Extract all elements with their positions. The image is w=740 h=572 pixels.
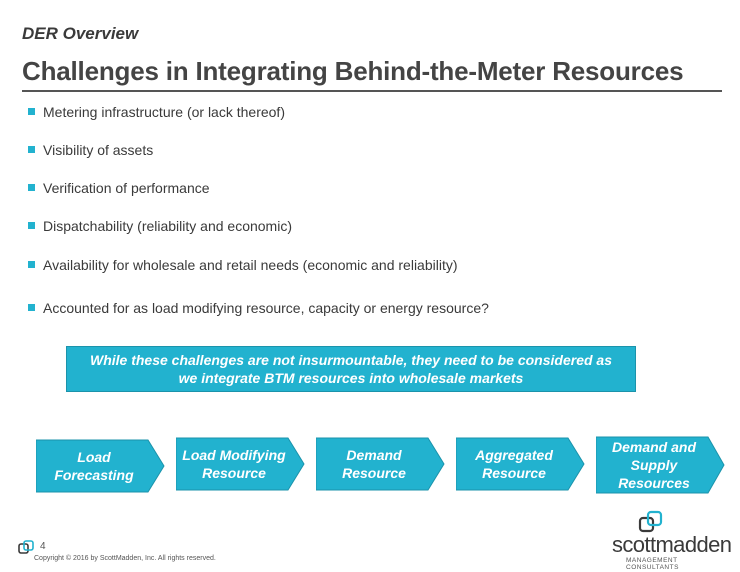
bullet-marker	[28, 146, 35, 153]
bullet-text: Metering infrastructure (or lack thereof…	[43, 104, 285, 120]
bullet-item: Visibility of assets	[28, 142, 153, 158]
bullet-marker	[28, 184, 35, 191]
bullet-item: Availability for wholesale and retail ne…	[28, 257, 458, 273]
step-label: Forecasting	[54, 467, 134, 483]
brand-logo: scottmadden MANAGEMENT CONSULTANTS	[610, 510, 732, 571]
small-logo-icon	[18, 540, 34, 561]
chevron-shape	[176, 437, 305, 491]
title-divider	[22, 90, 722, 92]
copyright-text: Copyright © 2016 by ScottMadden, Inc. Al…	[34, 555, 216, 562]
brand-tagline: MANAGEMENT CONSULTANTS	[626, 557, 679, 571]
bullet-text: Dispatchability (reliability and economi…	[43, 218, 292, 234]
bullet-marker	[28, 304, 35, 311]
callout-box: While these challenges are not insurmoun…	[66, 346, 636, 392]
bullet-marker	[28, 261, 35, 268]
bullet-item: Metering infrastructure (or lack thereof…	[28, 104, 285, 120]
step-label: Supply	[630, 457, 678, 473]
page-number: 4	[40, 541, 46, 552]
chevron-shape	[456, 437, 585, 491]
chevron-shape	[316, 437, 445, 491]
callout-line: While these challenges are not insurmoun…	[89, 352, 612, 368]
step-label: Resource	[342, 465, 406, 481]
step-label: Load	[77, 449, 111, 465]
bullet-marker	[28, 108, 35, 115]
callout-line: we integrate BTM resources into wholesal…	[178, 370, 524, 386]
step-label: Resource	[482, 465, 546, 481]
brand-name: scottmadden	[612, 532, 732, 557]
bullet-text: Accounted for as load modifying resource…	[43, 300, 489, 316]
bullet-text: Verification of performance	[43, 180, 210, 196]
bullet-item: Dispatchability (reliability and economi…	[28, 218, 292, 234]
bullet-text: Visibility of assets	[43, 142, 154, 158]
step-label: Resource	[202, 465, 266, 481]
step-label: Demand and	[611, 439, 696, 455]
step-label: Aggregated	[475, 447, 553, 463]
bullet-text: Availability for wholesale and retail ne…	[43, 257, 458, 273]
step-label: Demand	[346, 447, 402, 463]
step-label: Load Modifying	[182, 447, 286, 463]
bullet-item: Accounted for as load modifying resource…	[28, 300, 489, 316]
step-label: Resources	[618, 475, 690, 491]
bullet-item: Verification of performance	[28, 180, 210, 196]
eyebrow-title: DER Overview	[22, 24, 139, 43]
bullet-marker	[28, 222, 35, 229]
chevron-shape	[596, 436, 725, 494]
page-title: Challenges in Integrating Behind-the-Met…	[22, 56, 684, 86]
brand-mark-icon	[638, 510, 663, 533]
chevron-shape	[36, 439, 165, 493]
